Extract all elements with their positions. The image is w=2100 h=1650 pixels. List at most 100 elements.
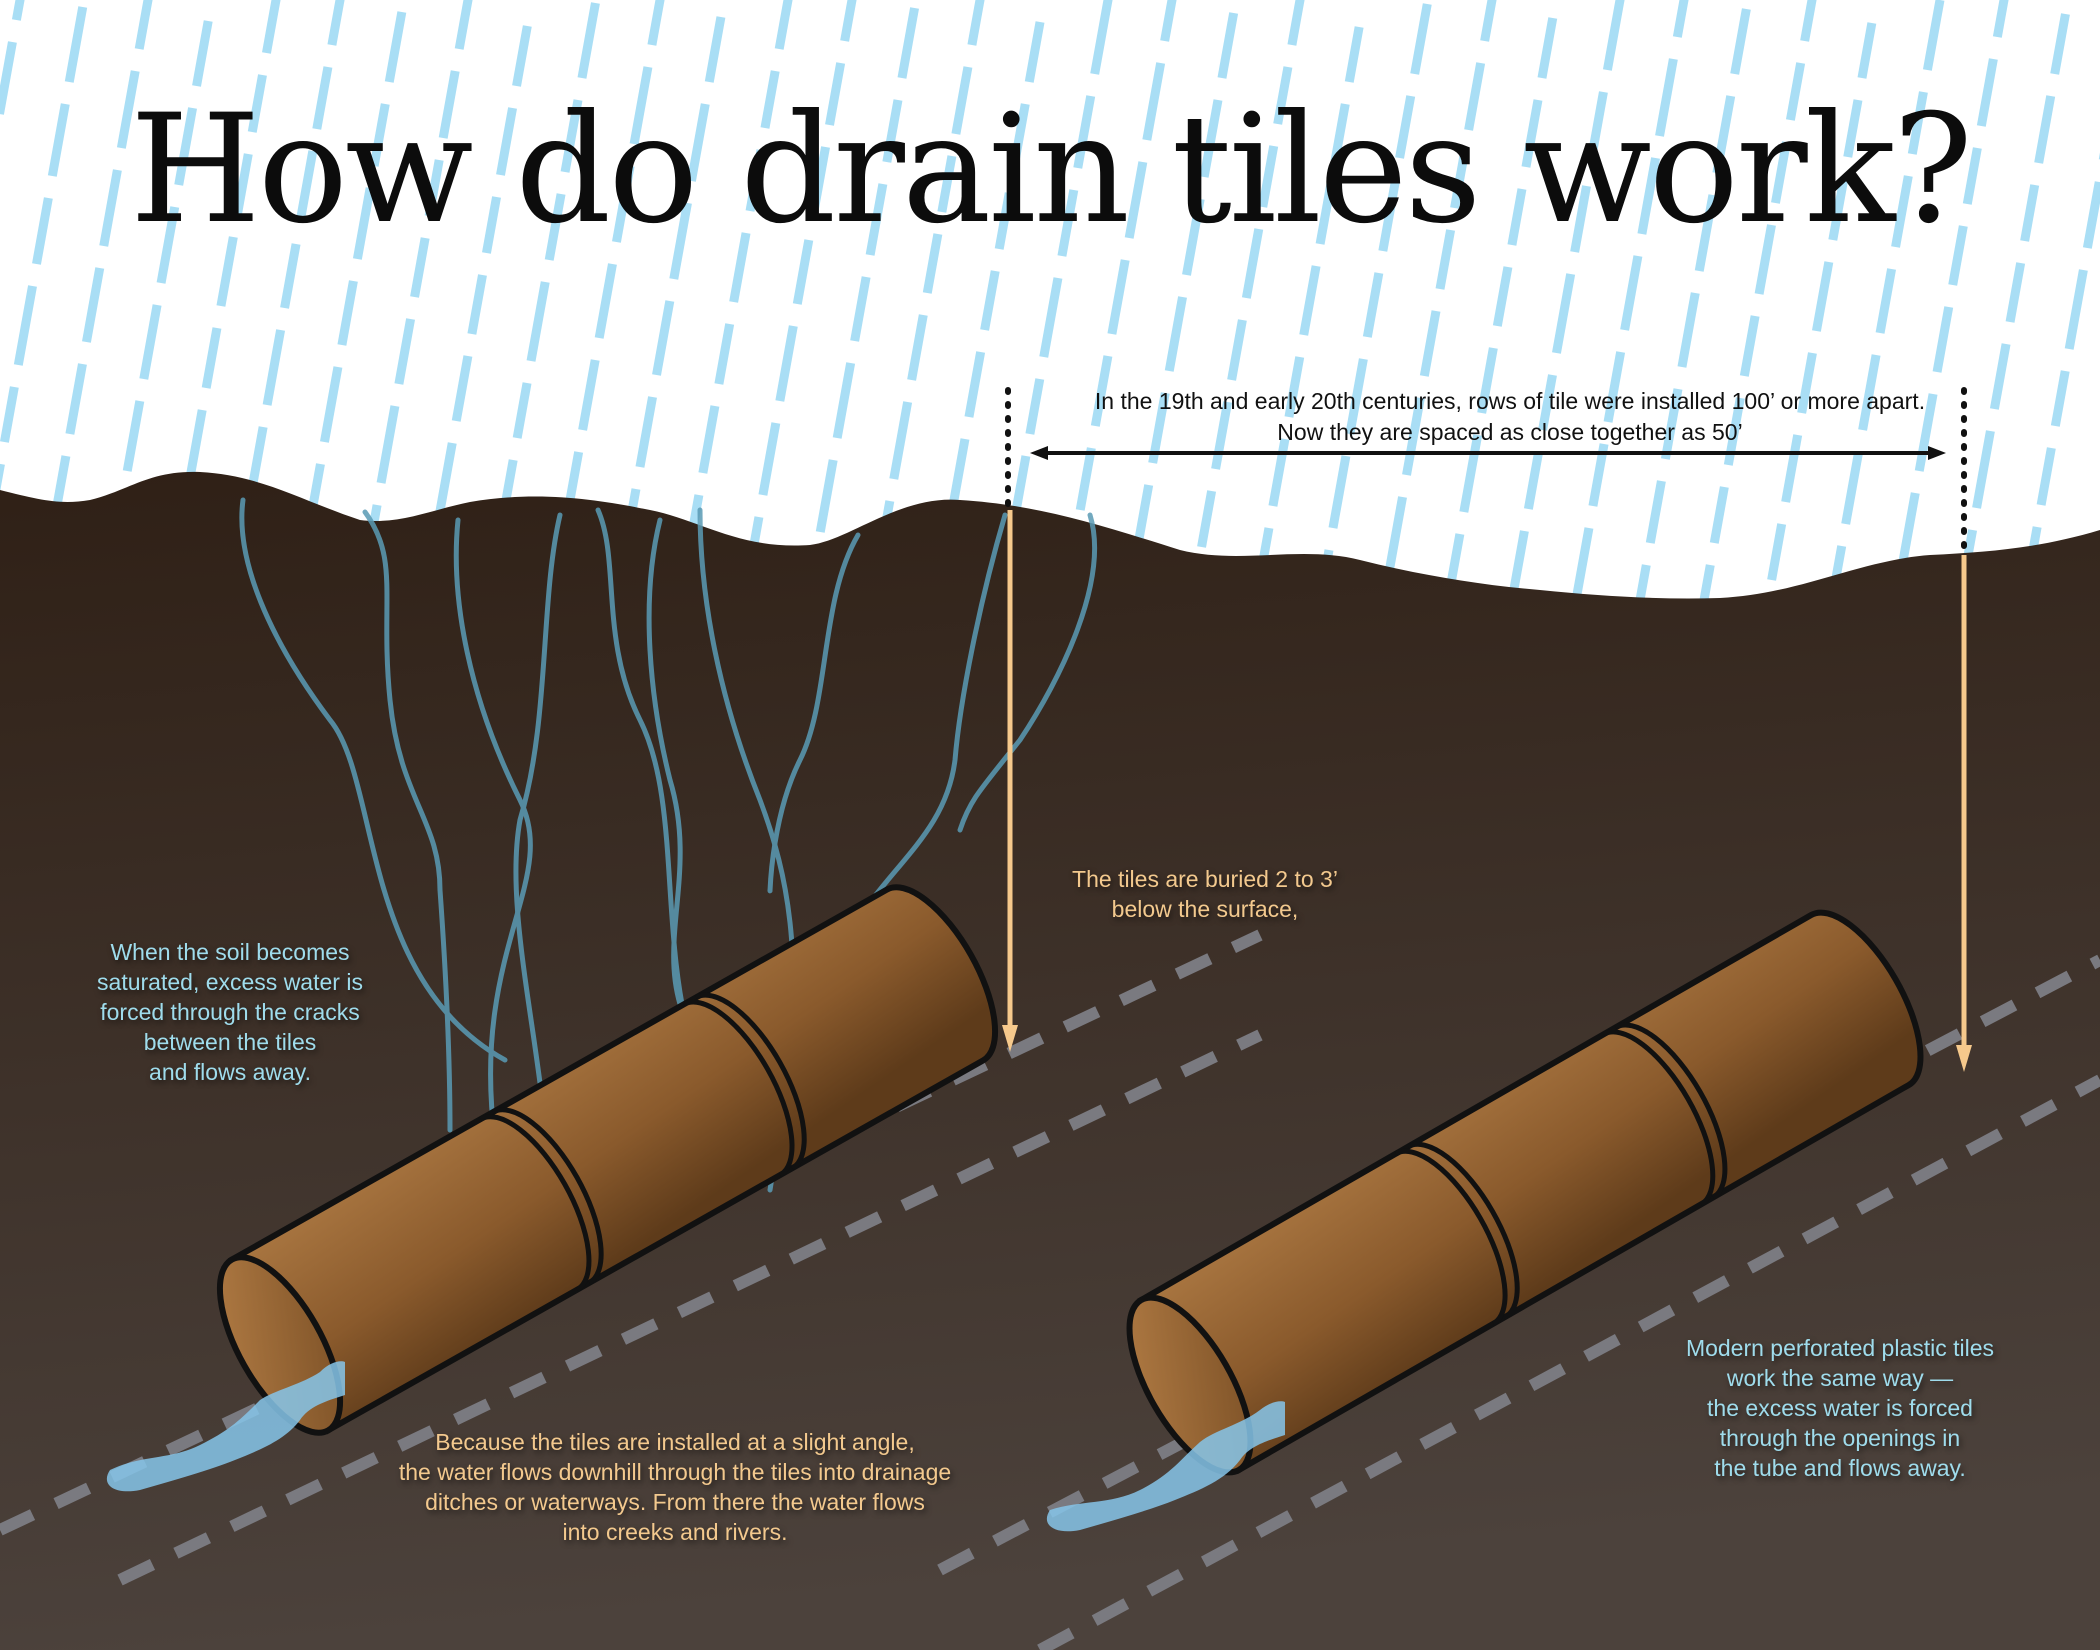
rain-drop (1107, 259, 1130, 335)
rain-drop (32, 197, 53, 265)
rain-drop (994, 192, 1014, 250)
rain-drop (156, 206, 180, 284)
rain-drop (1972, 430, 1995, 509)
rain-drop (1011, 455, 1031, 514)
rain-drop (1378, 179, 1401, 252)
rain-drop (139, 304, 162, 380)
rain-drop (122, 400, 145, 472)
rain-drop (1637, 157, 1660, 235)
rain-drop (1891, 175, 1913, 248)
rain-drop (1875, 268, 1897, 334)
rain-drop (1523, 451, 1544, 510)
rain-drop (216, 236, 238, 307)
rain-drop (526, 281, 550, 362)
water-outflow-left (106, 1361, 345, 1492)
rain-drop (1435, 229, 1456, 290)
rain-drop (1160, 0, 1177, 42)
rain-drop (201, 327, 222, 389)
rain-drop (698, 405, 720, 474)
rain-drop (2082, 181, 2100, 249)
rain-drop (578, 359, 600, 431)
rain-drop (116, 70, 140, 149)
rain-drop (882, 99, 903, 163)
rain-drop (1450, 151, 1470, 209)
rain-drop (1464, 62, 1486, 131)
rain-drop (262, 329, 286, 406)
rain-drop (1739, 315, 1760, 377)
rain-drop (11, 0, 25, 21)
page-title: How do drain tiles work? (130, 83, 1973, 257)
rain-drop (13, 285, 37, 366)
rain-drop (1841, 451, 1864, 525)
rain-drop (1932, 306, 1954, 373)
rain-drop (1384, 496, 1407, 574)
rain-drop (850, 276, 871, 342)
rain-drop (729, 232, 751, 303)
rain-drop (1645, 480, 1666, 544)
rain-drop (1492, 266, 1513, 327)
rain-drop (1571, 527, 1594, 600)
rain-drop (0, 386, 19, 443)
rain-drop (384, 11, 407, 83)
tile-joint (1394, 1148, 1508, 1326)
rain-drop (1459, 434, 1483, 513)
rain-drop (1344, 26, 1364, 83)
rain-drop (1586, 91, 1608, 165)
soil-ground (0, 471, 2100, 1650)
rain-drop (320, 366, 343, 443)
rain-drop (922, 233, 943, 294)
rain-drop (1797, 352, 1817, 414)
rain-drop (1287, 0, 1305, 46)
rain-drop (1024, 21, 1045, 83)
rain-drop (1227, 319, 1247, 381)
water-outflow-right (1046, 1401, 1285, 1532)
rain-drop (1057, 189, 1079, 257)
rain-drop (1800, 0, 1817, 42)
rain-drop (832, 362, 856, 439)
rain-drop (47, 103, 70, 177)
pipe-opening (1126, 1294, 1254, 1476)
rain-drop (808, 146, 830, 219)
rain-drop (424, 159, 444, 217)
rain-drop (1771, 141, 1791, 204)
pipe-body (1137, 909, 1924, 1475)
rain-drop (1124, 161, 1148, 239)
rain-drop (1039, 277, 1063, 358)
rain-drop (1948, 225, 1968, 286)
double-headed-arrow-icon (1030, 446, 1946, 460)
rain-drop (1284, 356, 1305, 418)
rain-drop (647, 0, 665, 46)
rain-drop (629, 66, 653, 145)
rain-drop (760, 70, 780, 129)
rain-drop (1199, 99, 1223, 178)
rain-drop (1712, 95, 1736, 174)
rain-drop (262, 0, 281, 54)
rain-drop (1538, 374, 1557, 431)
rain-drop (410, 237, 430, 298)
rain-drop (1976, 58, 1998, 127)
rain-drop (967, 0, 985, 46)
rain-drop (1241, 228, 1264, 299)
rain-drop (1073, 95, 1096, 169)
rain-drop (1992, 0, 2009, 38)
rain-drop (337, 280, 358, 346)
spacing-annotation: In the 19th and early 20th centuries, ro… (1094, 388, 1926, 445)
rain-drop (1754, 224, 1776, 295)
rain-drop (1730, 8, 1751, 75)
rain-drop (889, 401, 913, 480)
rain-drop (1480, 0, 1497, 42)
rain-drop (1672, 0, 1689, 38)
rain-drop (652, 300, 675, 376)
rain-drop (1211, 401, 1233, 470)
tile-joint (1614, 1022, 1728, 1200)
rain-drop (1142, 62, 1166, 141)
rain-drop (775, 325, 798, 402)
pipe-body (227, 884, 999, 1435)
rain-drop (964, 351, 986, 418)
rain-drop (1008, 103, 1030, 172)
rain-drop (1552, 273, 1576, 354)
plastic-tile-pipe (1126, 909, 1924, 1476)
rain-drop (1090, 355, 1113, 427)
rain-drop (1075, 447, 1096, 511)
